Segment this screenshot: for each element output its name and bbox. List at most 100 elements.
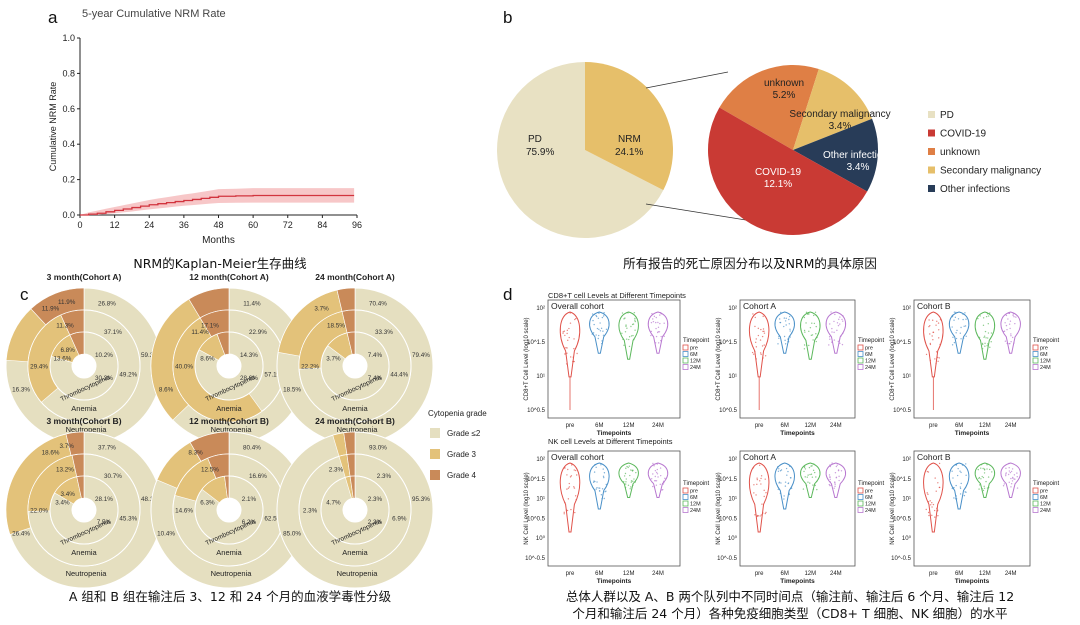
- data-point: [662, 480, 665, 483]
- legend-swatch: [1032, 344, 1039, 351]
- data-point: [837, 340, 840, 343]
- data-point: [764, 512, 766, 515]
- data-point: [955, 332, 957, 334]
- segment-pct-label: 26.8%: [98, 301, 116, 308]
- y-tick-label: 10⁰: [902, 535, 912, 542]
- segment-pct-label: 3.7%: [59, 443, 74, 450]
- data-point: [573, 469, 575, 471]
- y-tick-label: 10^0.5: [719, 516, 737, 522]
- data-point: [963, 494, 966, 497]
- ring-name: Anemia: [71, 404, 97, 413]
- data-point: [807, 312, 809, 315]
- legend-label: pre: [865, 489, 873, 495]
- data-point: [783, 495, 785, 497]
- ring-grade4: [349, 475, 356, 499]
- data-point: [656, 473, 659, 475]
- data-point: [984, 330, 987, 333]
- panel-frame: [547, 450, 681, 567]
- data-point: [982, 467, 984, 470]
- data-point: [788, 493, 791, 496]
- data-point: [598, 334, 600, 337]
- donut-title: 12 month(Cohort A): [189, 272, 269, 282]
- data-point: [783, 317, 786, 319]
- data-point: [630, 480, 633, 482]
- legend-label: pre: [1040, 346, 1048, 352]
- x-tick-label: 24M: [1005, 571, 1017, 577]
- data-point: [602, 315, 605, 317]
- legend-swatch: [682, 344, 689, 351]
- x-tick-label: 6M: [781, 571, 789, 577]
- x-tick-label: 24M: [830, 423, 842, 429]
- violin-shape: [800, 462, 821, 498]
- violin-shape: [974, 462, 996, 498]
- x-axis-label: Timepoints: [780, 578, 815, 585]
- data-point: [755, 346, 758, 348]
- data-point: [780, 482, 782, 484]
- data-point: [983, 468, 986, 470]
- data-point: [1005, 472, 1007, 474]
- data-point: [986, 343, 989, 345]
- data-point: [599, 487, 601, 489]
- legend-label: 24M: [690, 508, 701, 514]
- data-point: [630, 335, 633, 337]
- data-point: [564, 334, 566, 337]
- data-point: [779, 470, 782, 472]
- data-point: [953, 497, 955, 499]
- nrm-slice-pct: 3.4%: [829, 121, 852, 132]
- data-point: [596, 487, 598, 489]
- y-axis-label: Cumulative NRM Rate: [48, 82, 58, 172]
- data-point: [565, 509, 568, 511]
- legend-label: 24M: [865, 365, 876, 371]
- data-point: [813, 463, 815, 465]
- data-point: [592, 332, 595, 334]
- legend-swatch: [1032, 507, 1039, 513]
- caption-c: A 组和 B 组在输注后 3、12 和 24 个月的血液学毒性分级: [68, 589, 392, 604]
- data-point: [651, 312, 653, 315]
- data-point: [1005, 474, 1007, 477]
- legend-swatch: [682, 500, 689, 507]
- data-point: [655, 321, 657, 324]
- panel-title: Cohort A: [743, 301, 776, 311]
- segment-pct-label: 3.7%: [326, 356, 341, 363]
- nrm-slice: [708, 107, 868, 235]
- data-point: [566, 329, 569, 332]
- data-point: [754, 325, 756, 328]
- ring-grade4: [216, 331, 230, 356]
- data-point: [831, 462, 833, 464]
- data-point: [788, 465, 791, 467]
- data-point: [812, 484, 814, 486]
- data-point: [596, 327, 599, 330]
- data-point: [595, 488, 597, 490]
- data-point: [978, 484, 981, 486]
- data-point: [842, 332, 844, 334]
- data-point: [981, 348, 984, 350]
- ring-name: Anemia: [342, 548, 368, 557]
- y-tick-label: 10^-0.5: [717, 556, 737, 562]
- data-point: [624, 331, 627, 333]
- data-point: [780, 311, 782, 314]
- legend-label: 24M: [865, 508, 876, 514]
- data-point: [938, 357, 940, 359]
- ring-name: Anemia: [71, 548, 97, 557]
- data-point: [574, 318, 576, 321]
- data-point: [567, 468, 569, 471]
- segment-pct-label: 16.3%: [12, 386, 30, 393]
- data-point: [760, 328, 762, 331]
- segment-pct-label: 62.5%: [264, 515, 282, 522]
- data-point: [810, 465, 812, 467]
- data-point: [756, 478, 759, 481]
- data-point: [576, 352, 578, 355]
- data-point: [1009, 342, 1011, 345]
- donut-title: 12 month(Cohort B): [189, 416, 269, 426]
- data-point: [663, 482, 665, 484]
- data-point: [573, 486, 575, 488]
- segment-pct-label: 8.6%: [200, 356, 215, 363]
- legend-label: 12M: [865, 502, 876, 508]
- data-point: [986, 344, 988, 347]
- data-point: [813, 471, 816, 474]
- legend-label: pre: [1040, 489, 1048, 495]
- data-point: [763, 489, 765, 492]
- data-point: [928, 514, 930, 517]
- data-point: [603, 312, 605, 314]
